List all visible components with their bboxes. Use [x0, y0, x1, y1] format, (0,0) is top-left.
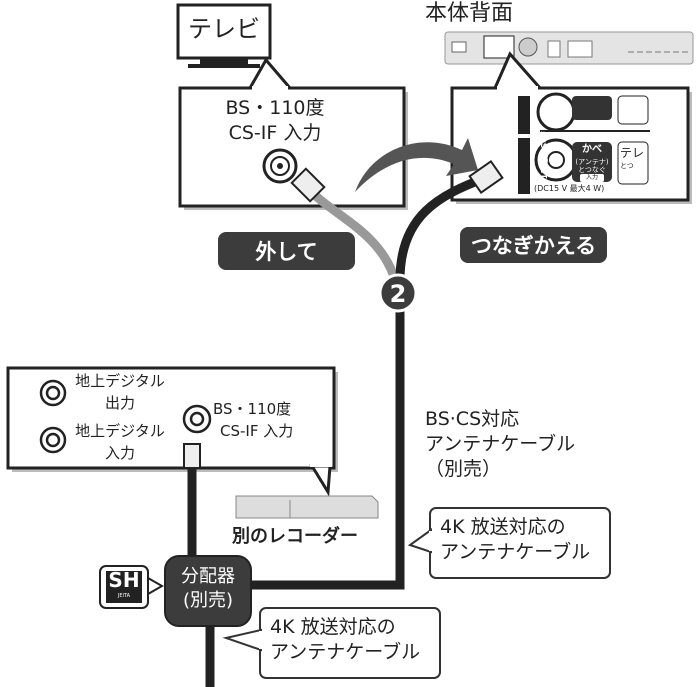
port-sub-label: (アンテナ) [575, 158, 609, 166]
other-recorder-icon [235, 495, 379, 519]
splitter-box [164, 555, 252, 627]
tv-label: テレビ [188, 15, 260, 43]
callout-2-line2: アンテナケーブル [270, 641, 421, 663]
step-number: 2 [389, 280, 407, 308]
port-main-label: かべ [582, 144, 602, 155]
other-recorder-label: 別のレコーダー [232, 526, 358, 547]
splitter-label-1: 分配器 [181, 566, 235, 587]
recorder-back-title: 本体背面 [425, 1, 514, 26]
tv-icon [176, 3, 272, 68]
callout-2-line1: 4K 放送対応の [270, 616, 396, 638]
splitter-label-2: (別売) [182, 590, 234, 611]
reconnect-label: つなぎかえる [460, 227, 607, 263]
other-bs-label-1: BS・110度 [213, 400, 292, 418]
recorder-back-callout [450, 51, 692, 204]
remove-label: 外して [218, 232, 355, 270]
recorder-back-panel-icon [444, 31, 694, 65]
cable-note-line2: アンテナケーブル [425, 433, 576, 455]
tv-port-label-1: BS・110度 [225, 97, 325, 119]
other-recorder-callout [6, 366, 338, 497]
callout-1-line1: 4K 放送対応の [440, 516, 566, 538]
jeita-text: JEITA [117, 593, 131, 599]
terrestrial-out-label-2: 出力 [104, 394, 135, 412]
callout-boxes [222, 507, 611, 679]
other-bs-label-2: CS-IF 入力 [220, 422, 294, 440]
reconnect-arrow-icon [355, 138, 478, 192]
cable-note-line3: （別売） [425, 458, 502, 480]
terrestrial-in-label-1: 地上デジタル [75, 422, 165, 440]
power-note: (DC15 V 最大4 W) [534, 184, 605, 193]
cable-note-line1: BS·CS対応 [425, 408, 520, 430]
step-number-badge [378, 273, 418, 313]
port-tag: 入力 [580, 174, 604, 182]
tv-port-label-2: CS-IF 入力 [228, 122, 322, 144]
connector-icon [183, 443, 201, 469]
other-port-sub: とつ [620, 162, 634, 170]
sh-badge-text: SH [108, 568, 140, 592]
sh-badge [99, 565, 165, 609]
callout-1-line2: アンテナケーブル [440, 541, 591, 563]
other-port-label: テレ [620, 146, 645, 160]
terrestrial-out-label-1: 地上デジタル [75, 372, 165, 390]
port-sub2-label: とつなぐ [578, 166, 606, 174]
terrestrial-in-label-2: 入力 [104, 444, 135, 462]
